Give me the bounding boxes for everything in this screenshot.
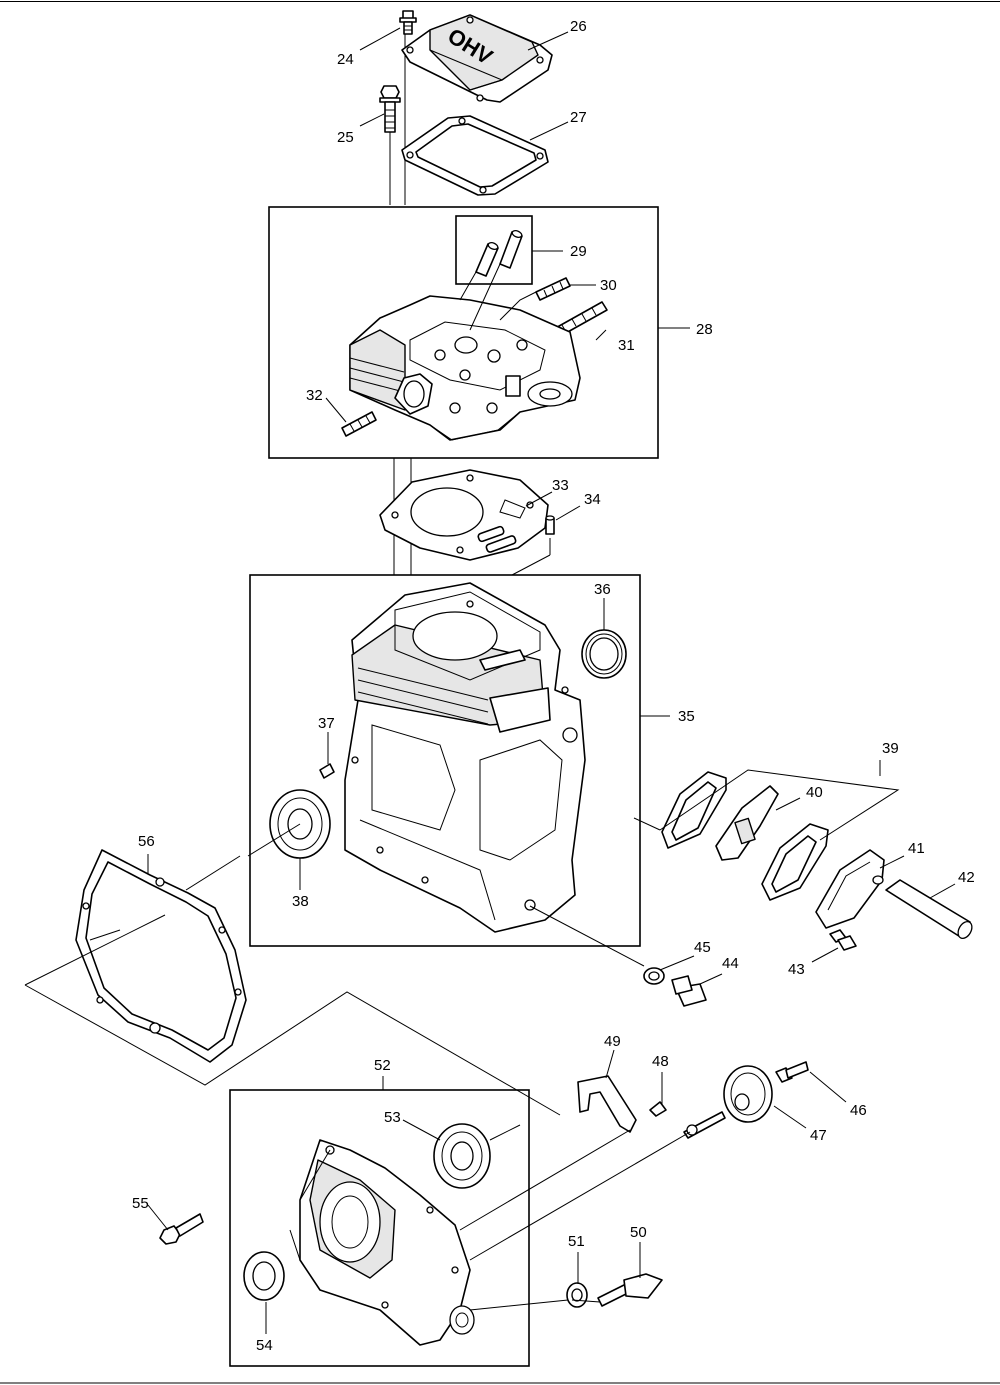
callout-31: 31 [618,337,635,354]
leader-34-axis [511,554,551,576]
callout-40: 40 [806,784,823,801]
part-55-bolt [159,1213,204,1245]
callout-30: 30 [600,277,617,294]
callout-56: 56 [138,833,155,850]
part-25-bolt [379,85,401,133]
part-54-oil-seal [243,1251,285,1301]
callout-33: 33 [552,477,569,494]
callout-47: 47 [810,1127,827,1144]
part-42-breather-tube [885,879,973,940]
callout-28: 28 [696,321,713,338]
part-34-dowel [545,515,555,535]
gasket-plane-lines [24,914,561,1116]
callout-labels: 24 25 26 27 28 29 30 31 32 33 34 35 36 3… [132,18,975,1354]
part-27-cover-gasket [401,115,549,196]
group-box-28 [268,206,659,459]
part-47-governor-gear [723,1065,773,1123]
part-43-bolt [829,929,857,951]
callout-25: 25 [337,129,354,146]
part-48-bolt [649,1101,667,1117]
part-51-o-ring [566,1282,588,1308]
crankcase-cover [289,1139,475,1346]
part-53-bearing [433,1123,491,1189]
callout-49: 49 [604,1033,621,1050]
part-56-crankcase-gasket [75,849,247,1063]
callout-27: 27 [570,109,587,126]
callout-54: 54 [256,1337,273,1354]
callout-43: 43 [788,961,805,978]
part-24-bolt [399,10,417,35]
callout-32: 32 [306,387,323,404]
cylinder-block [344,582,586,933]
callout-37: 37 [318,715,335,732]
callout-39: 39 [882,740,899,757]
callout-44: 44 [722,955,739,972]
callout-41: 41 [908,840,925,857]
governor-shaft [683,1111,726,1139]
group-box-35 [249,574,641,947]
callout-46: 46 [850,1102,867,1119]
leader-lines [89,27,956,1334]
part-37-pin [319,763,335,779]
part-44-drain-plug [671,975,707,1007]
part-39-breather-gasket-a [661,771,727,849]
callout-36: 36 [594,581,611,598]
callout-35: 35 [678,708,695,725]
part-39-breather-gasket-b [761,823,829,901]
part-26-rocker-cover: OHV [401,14,553,103]
part-36-oil-seal [581,629,627,679]
callout-26: 26 [570,18,587,35]
callout-55: 55 [132,1195,149,1212]
callout-38: 38 [292,893,309,910]
group-box-52 [229,1089,530,1367]
callout-48: 48 [652,1053,669,1070]
callout-51: 51 [568,1233,585,1250]
part-30-stud [535,277,571,301]
part-49-bracket [577,1075,637,1133]
part-41-breather-cover [815,849,885,929]
callout-34: 34 [584,491,601,508]
callout-24: 24 [337,51,354,68]
cylinder-head [349,295,581,441]
callout-42: 42 [958,869,975,886]
part-29-dowel-pins [455,215,533,285]
callout-45: 45 [694,939,711,956]
part-32-stud [341,411,377,437]
part-33-head-gasket [379,469,549,561]
callout-52: 52 [374,1057,391,1074]
callout-29: 29 [570,243,587,260]
part-45-washer [643,967,665,985]
callout-53: 53 [384,1109,401,1126]
part-46-bolt [775,1061,809,1083]
part-40-breather-plate [715,785,779,861]
callout-50: 50 [630,1224,647,1241]
part-50-oil-filler-cap [597,1273,663,1307]
